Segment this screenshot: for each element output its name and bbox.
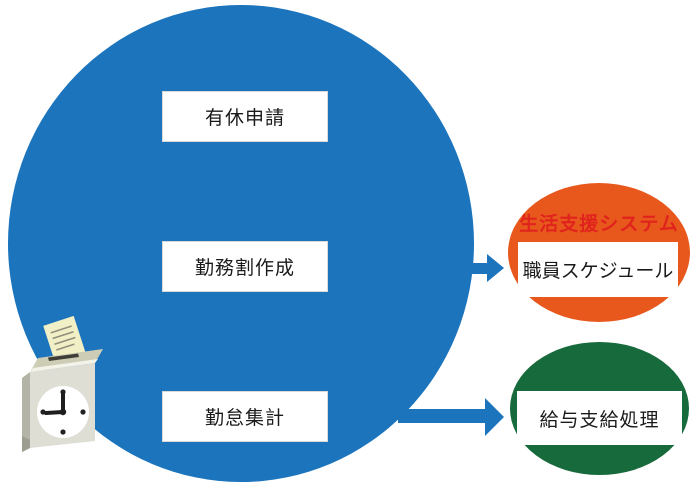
process-box-label: 勤務割作成	[194, 258, 295, 279]
arrow-to-payroll-head	[485, 398, 504, 436]
staff-schedule-box: 職員スケジュール	[518, 242, 678, 297]
payroll-processing-label: 給与支給処理	[539, 409, 660, 431]
arrow-to-schedule-head	[487, 254, 504, 282]
time-recorder-icon	[22, 315, 103, 452]
staff-schedule-label: 職員スケジュール	[522, 261, 674, 282]
process-box-label: 勤怠集計	[204, 408, 285, 429]
arrow-to-schedule-shaft	[448, 263, 488, 274]
payroll-processing-box: 給与支給処理	[517, 391, 682, 445]
process-box-shift-creation: 勤務割作成	[162, 241, 328, 292]
process-box-leave-request: 有休申請	[162, 91, 328, 142]
time-card-icon	[43, 315, 86, 362]
process-box-label: 有休申請	[204, 108, 285, 129]
process-box-attendance-tally: 勤怠集計	[162, 391, 328, 442]
life-support-system-title: 生活支援システム	[519, 214, 679, 235]
arrow-to-payroll-shaft	[398, 409, 486, 423]
